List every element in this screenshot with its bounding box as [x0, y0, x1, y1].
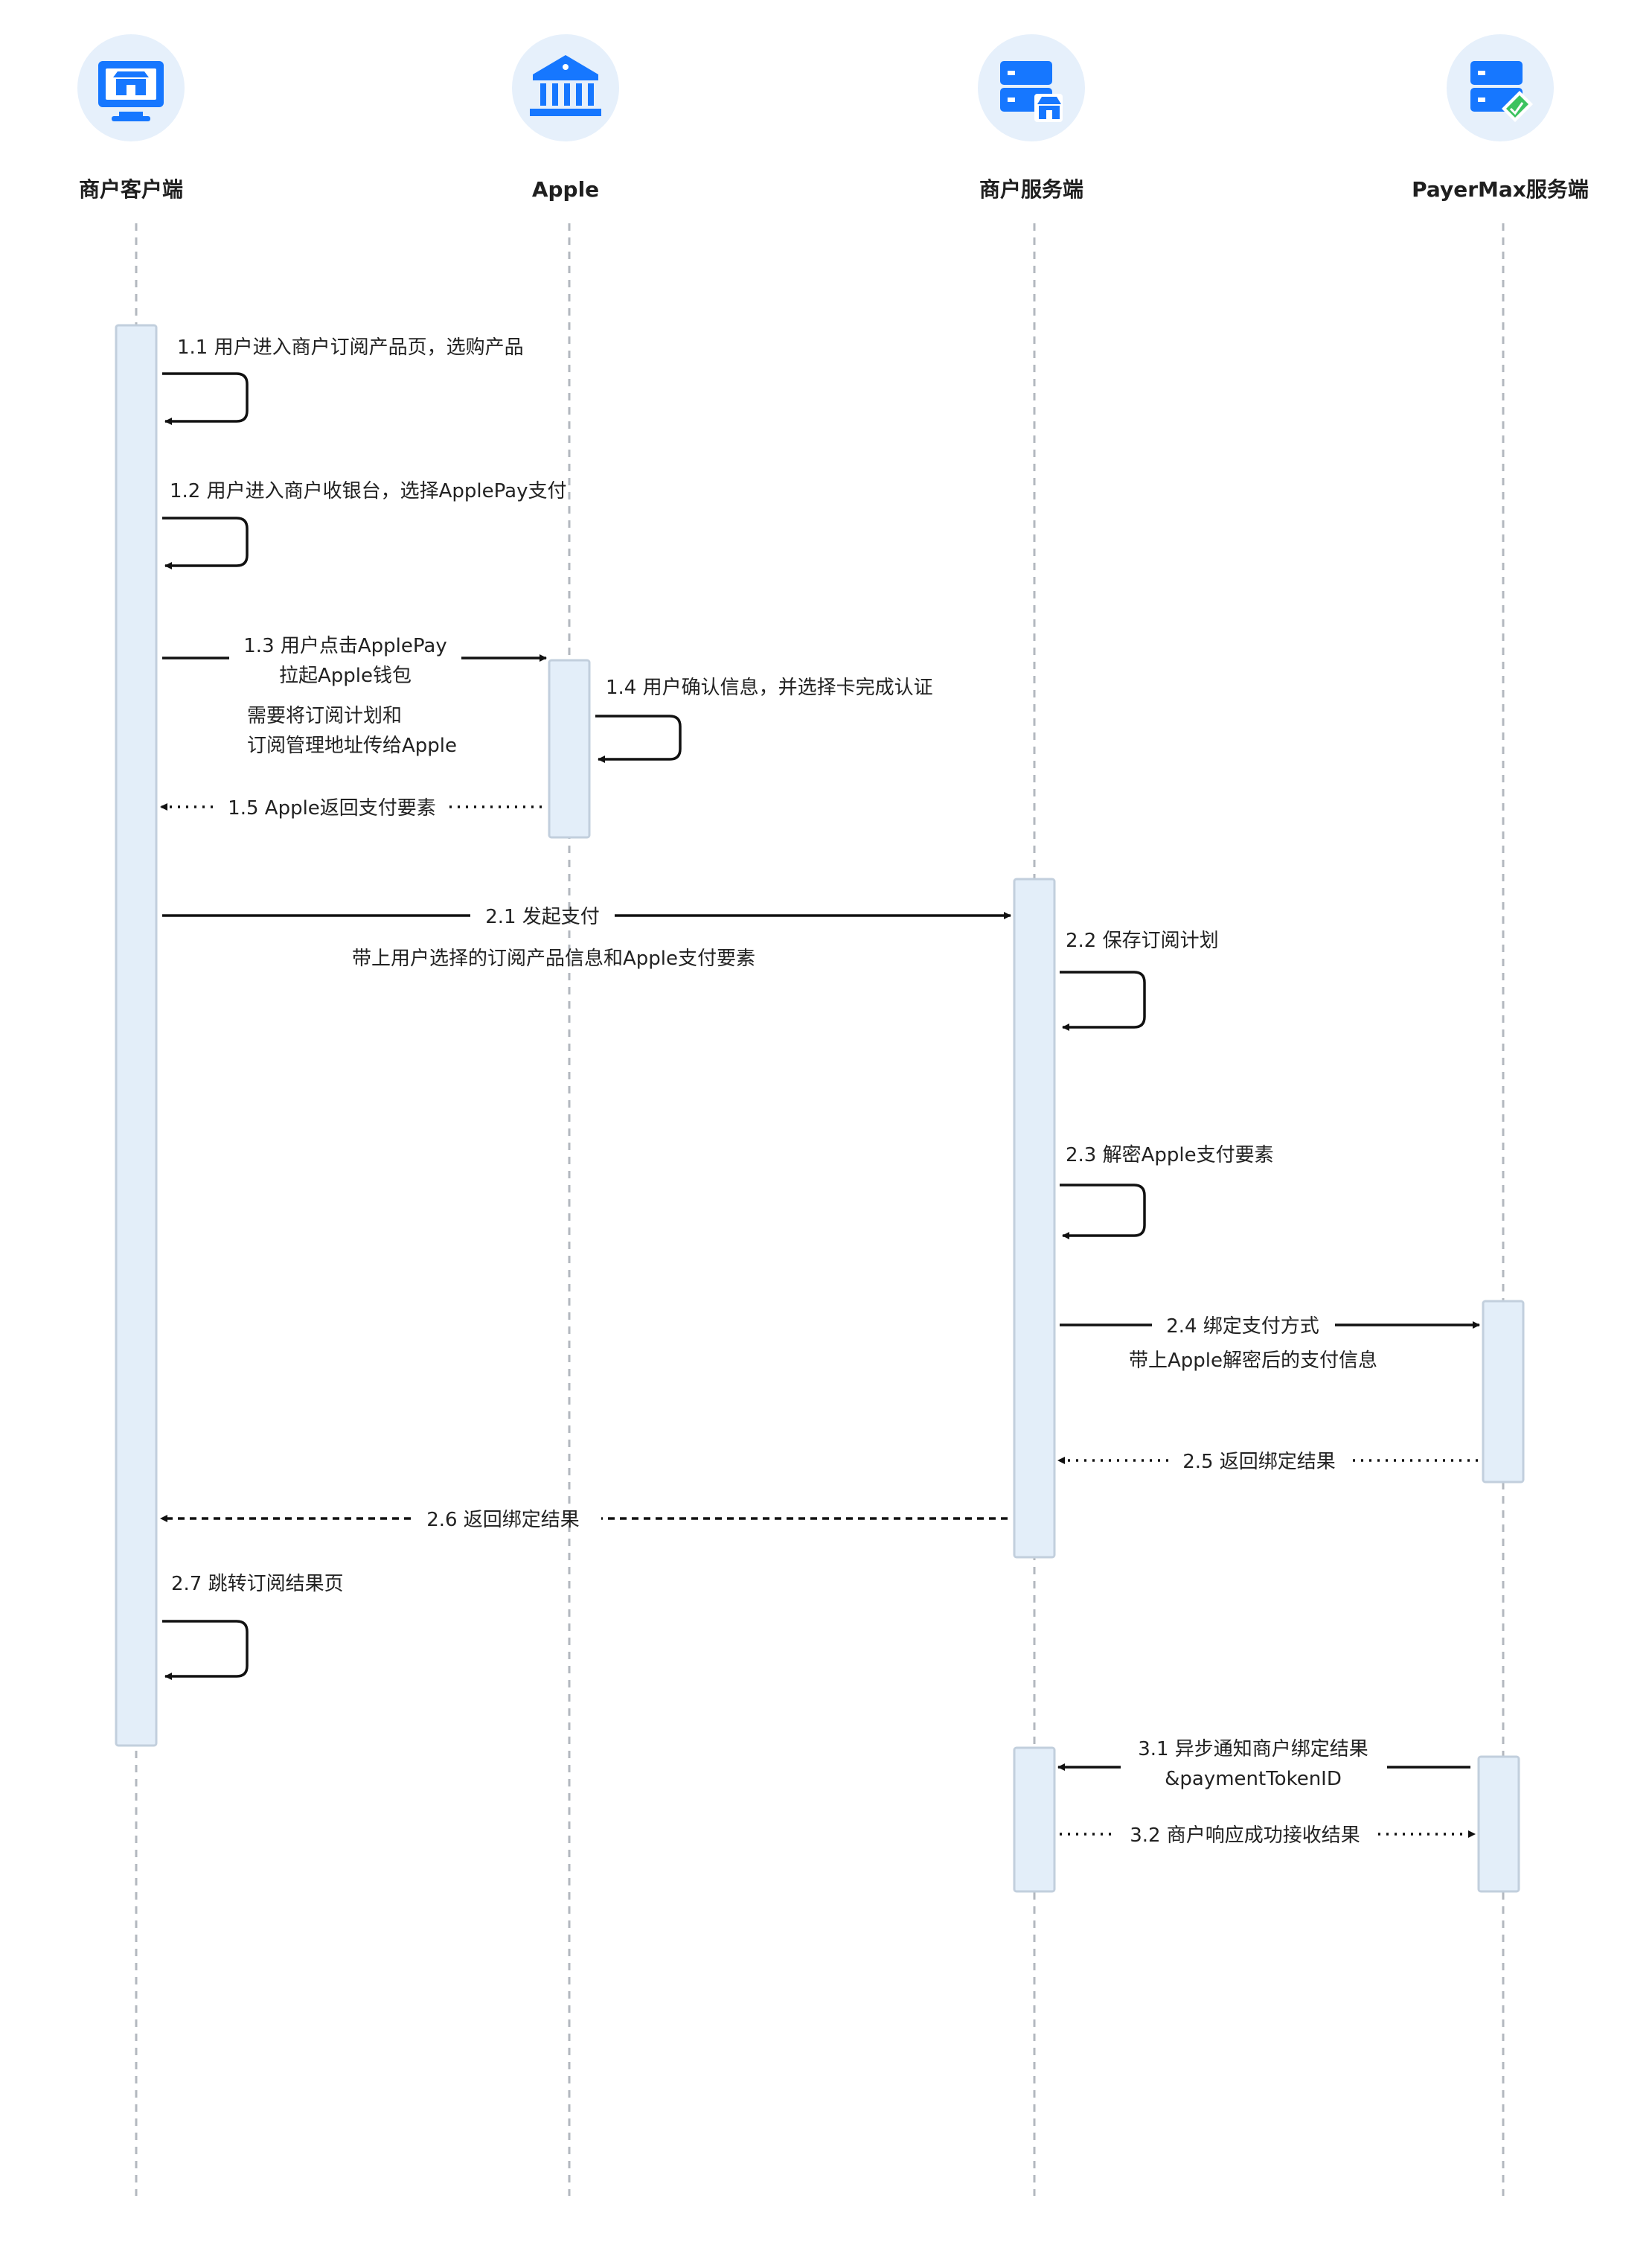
self-arrow — [162, 517, 249, 569]
activation-server-1 — [1013, 878, 1056, 1559]
payermax-server-icon — [1470, 61, 1533, 122]
self-arrow — [1060, 971, 1146, 1031]
self-arrow — [1060, 1184, 1146, 1239]
message-2-7: 2.7 跳转订阅结果页 — [162, 1573, 344, 1680]
message-3-1: 3.1 异步通知商户绑定结果 &paymentTokenID — [1057, 1738, 1470, 1790]
message-label: 1.4 用户确认信息，并选择卡完成认证 — [606, 677, 933, 699]
message-label: 1.3 用户点击ApplePay — [243, 635, 446, 657]
message-1-2: 1.2 用户进入商户收银台，选择ApplePay支付 — [162, 480, 566, 569]
participant-server: 商户服务端 — [978, 34, 1085, 202]
bank-building-icon — [530, 55, 601, 116]
message-label: 2.5 返回绑定结果 — [1182, 1451, 1336, 1473]
message-1-4: 1.4 用户确认信息，并选择卡完成认证 — [595, 677, 933, 763]
message-label: 2.3 解密Apple支付要素 — [1066, 1144, 1274, 1166]
merchant-server-icon — [1000, 61, 1063, 122]
message-1-3: 1.3 用户点击ApplePay 拉起Apple钱包 需要将订阅计划和 订阅管理… — [162, 635, 547, 757]
activation-apple — [548, 659, 591, 839]
participant-label-client: 商户客户端 — [79, 177, 183, 202]
message-note: 订阅管理地址传给Apple — [247, 735, 457, 757]
activation-payermax-2 — [1477, 1755, 1520, 1893]
activation-client — [115, 324, 158, 1747]
message-label: 1.1 用户进入商户订阅产品页，选购产品 — [177, 336, 524, 359]
message-2-2: 2.2 保存订阅计划 — [1060, 930, 1219, 1031]
message-label: 3.2 商户响应成功接收结果 — [1130, 1824, 1360, 1847]
message-2-6: 2.6 返回绑定结果 — [160, 1509, 1008, 1531]
participant-client: 商户客户端 — [77, 34, 185, 202]
message-2-5: 2.5 返回绑定结果 — [1057, 1451, 1478, 1473]
message-note: 需要将订阅计划和 — [247, 705, 402, 727]
participant-label-payermax: PayerMax服务端 — [1412, 177, 1589, 202]
merchant-monitor-icon — [98, 61, 164, 121]
message-label: 2.6 返回绑定结果 — [426, 1509, 580, 1531]
message-2-1: 2.1 发起支付 带上用户选择的订阅产品信息和Apple支付要素 — [162, 906, 1011, 970]
message-label: 1.2 用户进入商户收银台，选择ApplePay支付 — [170, 480, 566, 502]
message-label: 3.1 异步通知商户绑定结果 — [1138, 1738, 1368, 1760]
activation-server-2 — [1013, 1746, 1056, 1893]
participant-label-apple: Apple — [532, 177, 599, 202]
message-1-5: 1.5 Apple返回支付要素 — [160, 797, 542, 820]
participant-label-server: 商户服务端 — [979, 177, 1083, 202]
message-note: 带上用户选择的订阅产品信息和Apple支付要素 — [352, 948, 755, 970]
message-1-1: 1.1 用户进入商户订阅产品页，选购产品 — [162, 336, 524, 425]
activation-payermax-1 — [1482, 1300, 1525, 1484]
message-label: 2.4 绑定支付方式 — [1166, 1315, 1319, 1338]
message-label: 2.2 保存订阅计划 — [1066, 930, 1219, 952]
message-note: 带上Apple解密后的支付信息 — [1129, 1350, 1377, 1372]
message-label: 拉起Apple钱包 — [279, 665, 412, 687]
self-arrow — [162, 372, 249, 425]
message-label: 2.1 发起支付 — [485, 906, 600, 928]
message-label: 2.7 跳转订阅结果页 — [171, 1573, 344, 1595]
message-label: &paymentTokenID — [1165, 1768, 1342, 1790]
message-2-3: 2.3 解密Apple支付要素 — [1060, 1144, 1274, 1239]
message-3-2: 3.2 商户响应成功接收结果 — [1060, 1824, 1476, 1847]
participant-apple: Apple — [512, 34, 619, 202]
message-label: 1.5 Apple返回支付要素 — [228, 797, 436, 820]
self-arrow — [162, 1620, 249, 1680]
self-arrow — [595, 715, 682, 763]
message-2-4: 2.4 绑定支付方式 带上Apple解密后的支付信息 — [1060, 1315, 1480, 1372]
participant-payermax: PayerMax服务端 — [1412, 34, 1589, 202]
